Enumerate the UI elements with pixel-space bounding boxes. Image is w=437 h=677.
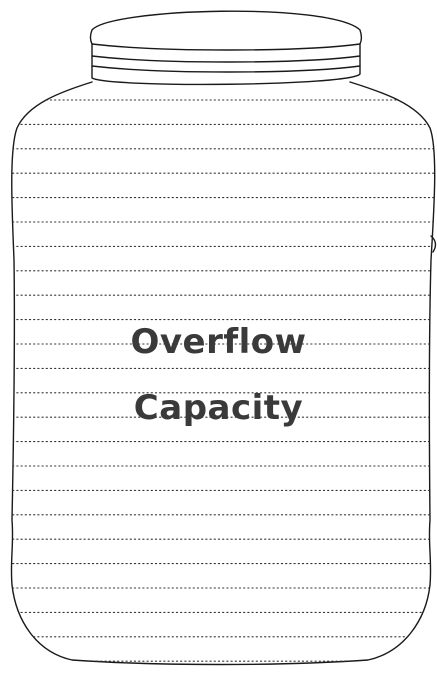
lid-top [89,10,363,86]
lid-rim-1 [91,43,361,51]
jar-body-outline [10,81,436,666]
ruled-lines [11,99,435,662]
lid-rim-2 [91,55,361,63]
jar-lid [89,10,363,86]
jar-right-notch [430,235,437,253]
jar-label-line-1: Overflow [130,322,307,362]
jar-label-line-2: Capacity [133,388,304,428]
lid-rim-3 [91,65,361,73]
